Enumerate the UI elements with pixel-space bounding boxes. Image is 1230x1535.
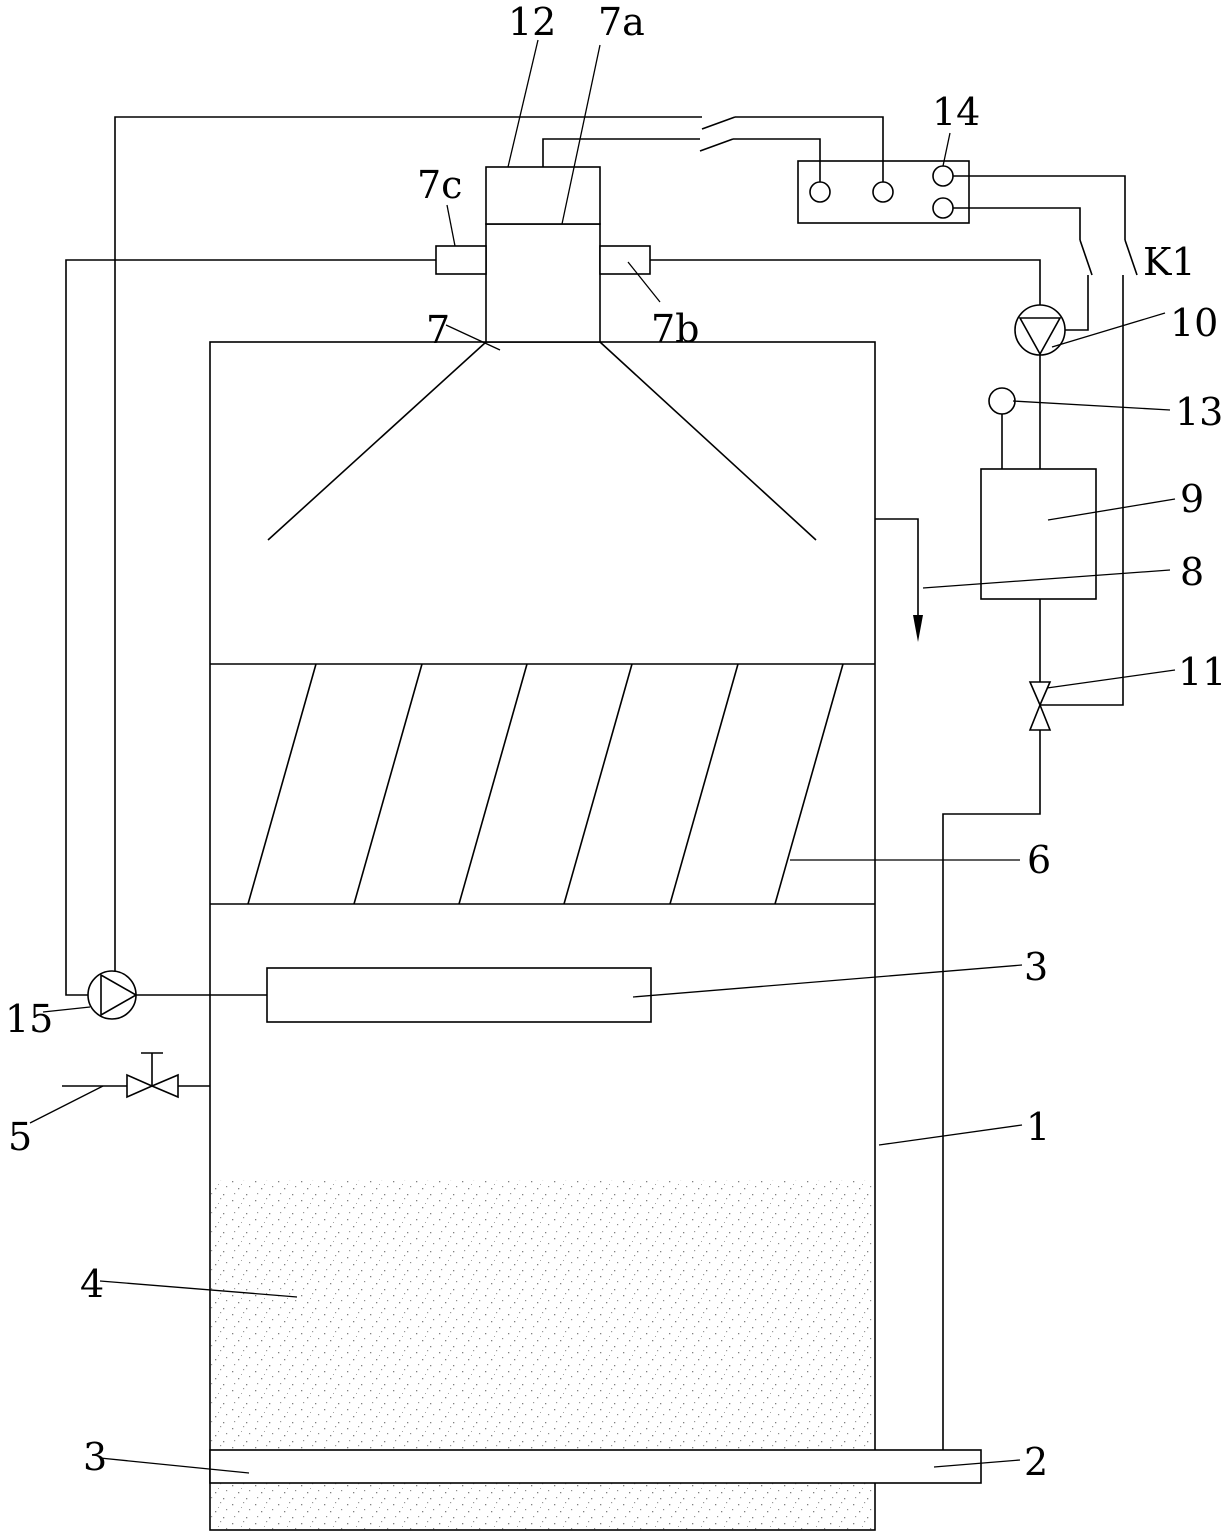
pipe-7c-pump15 <box>65 259 436 996</box>
wire-box12 <box>542 138 821 182</box>
pump-10 <box>1014 304 1066 356</box>
chimney-7 <box>485 223 601 343</box>
leader-lines <box>29 39 1176 1474</box>
valve-11-top <box>1028 681 1052 708</box>
port-7c <box>435 245 487 275</box>
label-10: 10 <box>1170 301 1218 345</box>
label-1: 1 <box>1026 1105 1050 1149</box>
pump-10-arrow <box>1018 317 1062 356</box>
valve-5-left <box>126 1073 154 1099</box>
label-12: 12 <box>508 0 556 44</box>
packing-layer <box>247 663 844 905</box>
label-6: 6 <box>1027 838 1051 882</box>
label-5: 5 <box>8 1115 32 1159</box>
pump-15 <box>87 970 137 1020</box>
label-3-upper: 3 <box>1024 945 1048 989</box>
label-4: 4 <box>80 1262 104 1306</box>
pump-15-arrow <box>100 973 138 1017</box>
outlet-8-arrow <box>913 615 923 642</box>
label-2: 2 <box>1024 1440 1048 1484</box>
wire-pump15 <box>114 116 884 975</box>
port-7b <box>599 245 651 275</box>
wire-valve11 <box>953 175 1138 706</box>
label-7b: 7b <box>651 307 700 351</box>
label-14: 14 <box>932 90 980 134</box>
control-terminal-2 <box>872 181 894 203</box>
control-terminal-1 <box>809 181 831 203</box>
label-7c: 7c <box>417 163 462 207</box>
label-9: 9 <box>1180 477 1204 521</box>
label-11: 11 <box>1178 650 1226 694</box>
label-7a: 7a <box>598 0 645 44</box>
label-3-lower: 3 <box>83 1435 107 1479</box>
outlet-8 <box>875 518 919 618</box>
label-13: 13 <box>1175 390 1223 434</box>
label-15: 15 <box>5 997 53 1041</box>
valve-5-right <box>149 1073 179 1099</box>
bottom-pipe-2 <box>209 1449 982 1484</box>
distributor-pipe-3 <box>266 967 652 1023</box>
gauge-13 <box>988 387 1016 415</box>
exhaust-hood <box>267 341 817 541</box>
top-box-12 <box>485 166 601 225</box>
label-K1: K1 <box>1143 240 1196 284</box>
label-8: 8 <box>1180 550 1204 594</box>
pipe-valve11-return <box>942 730 1041 1450</box>
valve-11-bottom <box>1028 702 1052 731</box>
label-7: 7 <box>426 308 450 352</box>
control-terminal-3 <box>932 165 954 187</box>
control-terminal-4 <box>932 197 954 219</box>
pipe-7b-pump10 <box>650 259 1041 305</box>
